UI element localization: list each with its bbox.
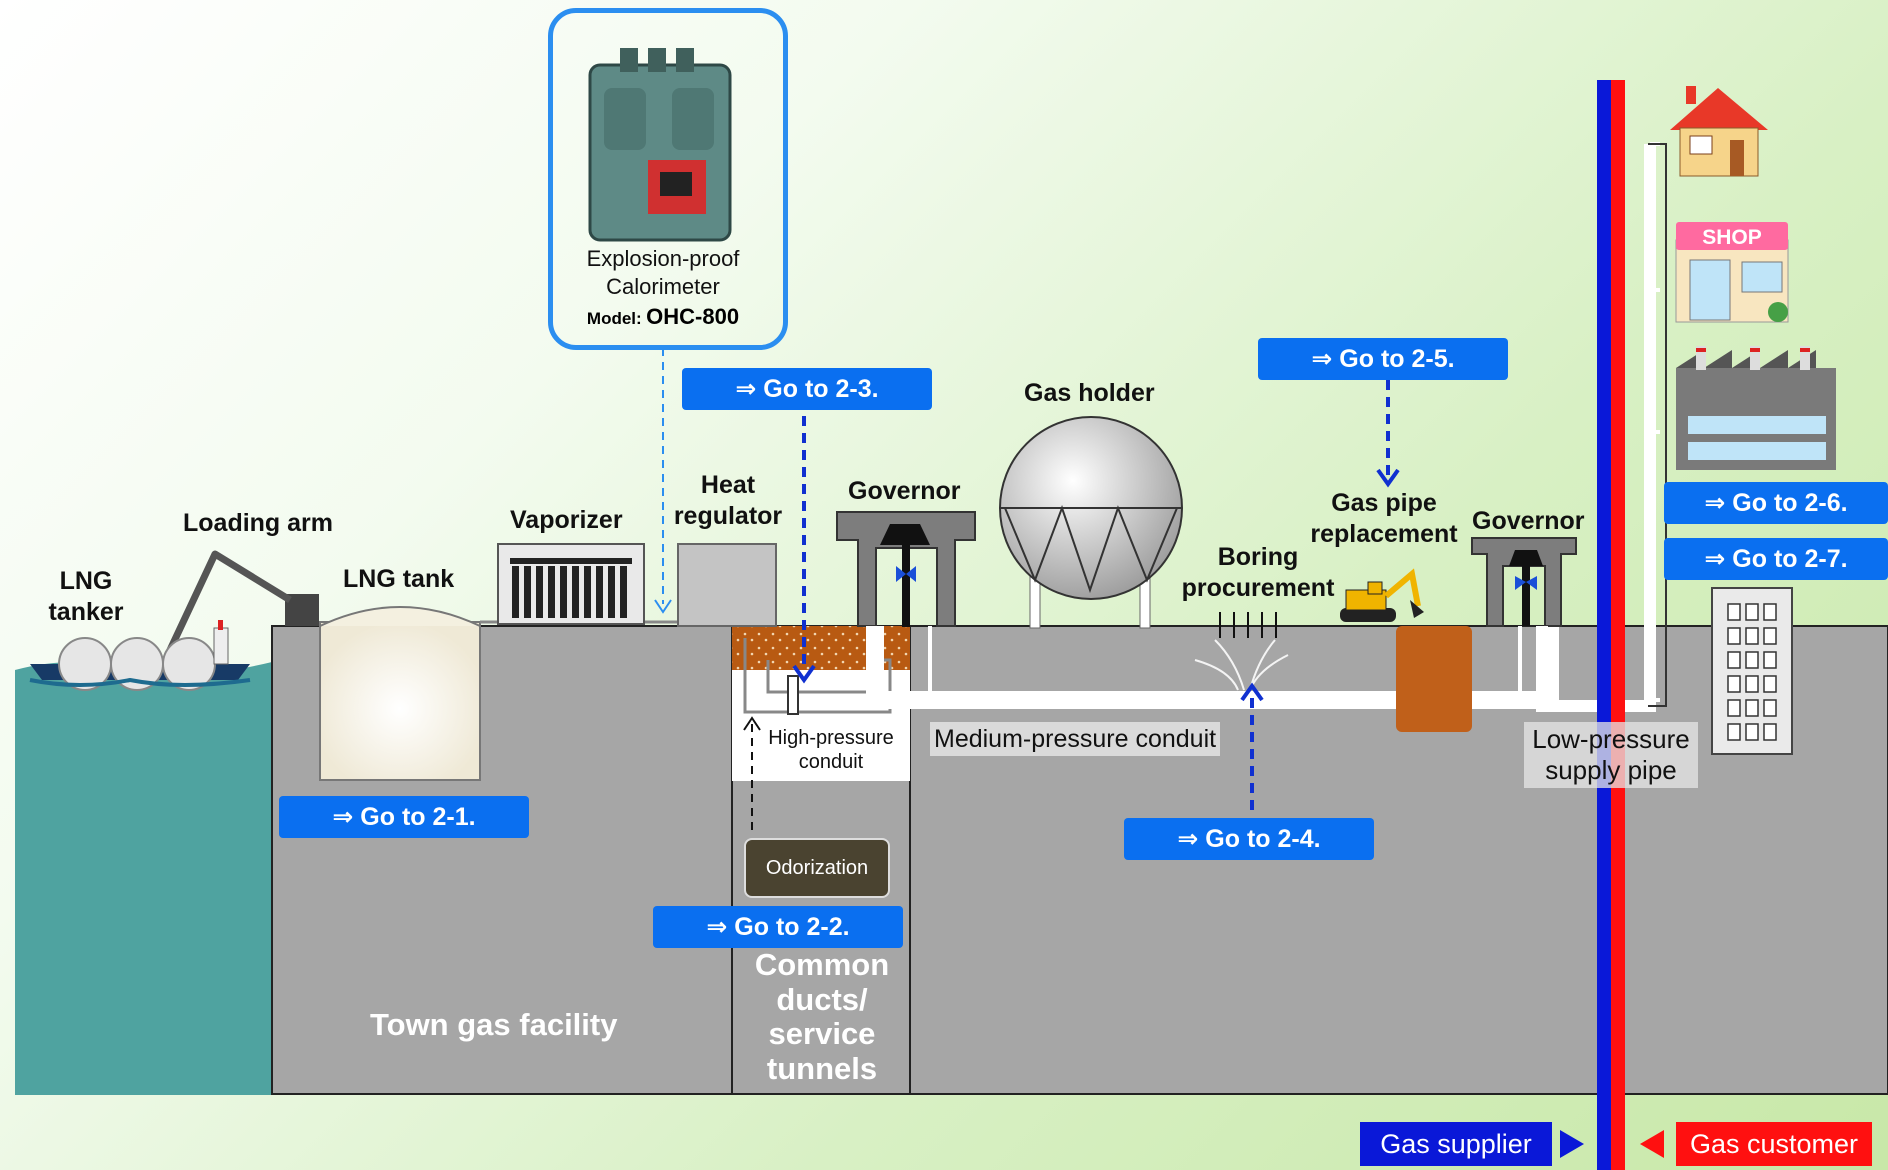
gas-holder-shape [999, 416, 1183, 629]
sea [15, 661, 272, 1095]
go-to-2-4-button[interactable]: ⇒ Go to 2-4. [1124, 818, 1374, 860]
high-pressure-conduit-label: High-pressure conduit [768, 727, 894, 773]
governor-1-housing [836, 511, 976, 627]
shop-sign: SHOP [1702, 226, 1762, 249]
excavator-shape [1340, 568, 1424, 622]
vaporizer-body [497, 543, 645, 625]
vaporizer-label: Vaporizer [510, 506, 623, 534]
gas-supplier-badge: Gas supplier [1360, 1122, 1552, 1166]
shop-illustration [1675, 222, 1789, 323]
loading-arm-label: Loading arm [183, 509, 334, 537]
customer-arrow-icon [1640, 1130, 1664, 1158]
house-illustration [1670, 86, 1768, 177]
building-illustration [1711, 587, 1793, 755]
model-prefix: Model: [586, 309, 642, 328]
go-to-2-7-button[interactable]: ⇒ Go to 2-7. [1664, 538, 1888, 580]
heat-regulator-body [677, 543, 777, 627]
common-ducts-label: Common ducts/ service tunnels [754, 947, 890, 1087]
calorimeter-card [548, 8, 788, 350]
calorimeter-model: Model: OHC-800 [555, 304, 771, 330]
gas-pipe-replacement-label: Gas pipe replacement [1310, 489, 1458, 549]
excavation-pit [1396, 626, 1472, 732]
town-gas-facility-label: Town gas facility [370, 1007, 618, 1042]
calorimeter-device [588, 48, 732, 242]
supplier-boundary-line [1597, 80, 1611, 1170]
governor-2-housing [1471, 537, 1577, 627]
medium-pressure-conduit-label: Medium-pressure conduit [930, 722, 1221, 756]
go-to-2-2-button[interactable]: ⇒ Go to 2-2. [653, 906, 903, 948]
odorization-box[interactable]: Odorization [744, 838, 890, 898]
gas-customer-badge: Gas customer [1676, 1122, 1872, 1166]
lng-tank-body [319, 621, 481, 781]
lng-tanker-label: LNG tanker [48, 567, 124, 627]
calorimeter-title-line2: Calorimeter [606, 274, 720, 299]
governor-1-label: Governor [848, 477, 961, 505]
boring-procurement-label: Boring procurement [1181, 543, 1335, 603]
model-value: OHC-800 [646, 304, 740, 329]
lng-tank-label: LNG tank [343, 565, 455, 593]
customer-boundary-line [1611, 80, 1625, 1170]
odorization-label: Odorization [765, 856, 869, 879]
low-pressure-supply-pipe-label: Low-pressure supply pipe [1524, 722, 1698, 789]
go-to-2-1-button[interactable]: ⇒ Go to 2-1. [279, 796, 529, 838]
governor-2-label: Governor [1472, 507, 1585, 535]
low-pressure-supply-pipe [1536, 144, 1656, 712]
heat-regulator-label: Heat regulator [673, 471, 783, 531]
supplier-arrow-icon [1560, 1130, 1584, 1158]
go-to-2-3-button[interactable]: ⇒ Go to 2-3. [682, 368, 932, 410]
go-to-2-5-button[interactable]: ⇒ Go to 2-5. [1258, 338, 1508, 380]
go-to-2-6-button[interactable]: ⇒ Go to 2-6. [1664, 482, 1888, 524]
gas-holder-label: Gas holder [1024, 379, 1155, 407]
medium-pressure-conduit [866, 626, 1559, 709]
factory-illustration [1676, 346, 1836, 470]
calorimeter-title-line1: Explosion-proof [586, 246, 740, 271]
